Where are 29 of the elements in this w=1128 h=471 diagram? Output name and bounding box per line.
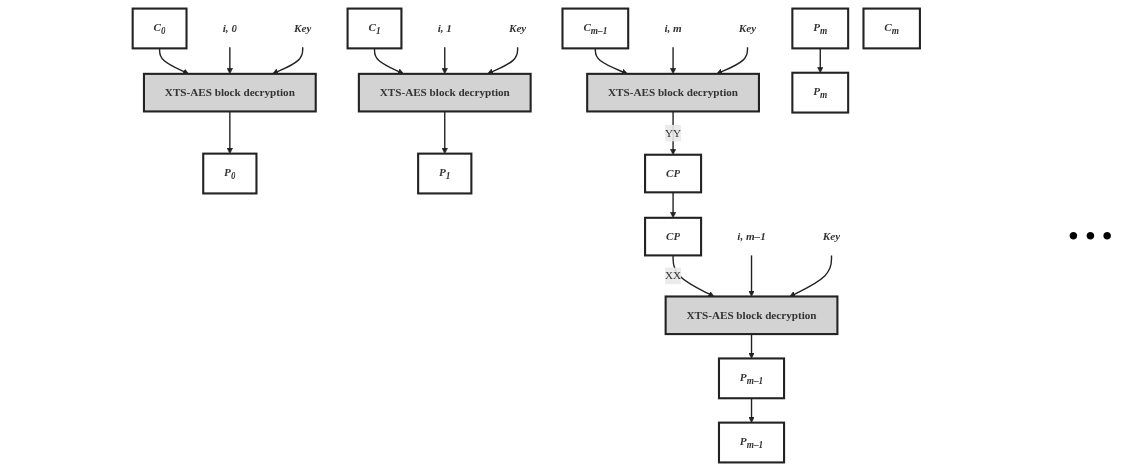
arrow	[748, 254, 755, 297]
node-box: CP	[644, 216, 703, 257]
ellipsis-text: • • •	[1068, 219, 1112, 252]
node-box: XTS-AES block decryption	[664, 295, 839, 336]
node-box: C$_{0}$	[131, 7, 188, 50]
node-box: CP	[644, 153, 703, 194]
arrow	[789, 254, 833, 297]
node-text: i, m	[664, 22, 682, 35]
node-box: P$_{m}$	[791, 71, 850, 114]
node-text: Key	[822, 230, 841, 243]
node-text: Key	[294, 22, 312, 35]
node-box: P$_{m}$	[791, 7, 850, 50]
node-box: XTS-AES block decryption	[586, 72, 760, 113]
node-box: P$_{1}$	[417, 152, 473, 195]
node-box: XTS-AES block decryption	[357, 72, 532, 113]
node-box: C$_{1}$	[346, 7, 403, 50]
node-box: C$_{m–1}$	[561, 7, 630, 50]
node-box: XTS-AES block decryption	[142, 72, 317, 113]
node-text: i, 0	[222, 22, 237, 35]
node-text: Key	[508, 22, 527, 35]
node-box: P$_{m–1}$	[717, 357, 786, 400]
node-text: Key	[738, 22, 757, 35]
node-text: i, 1	[437, 22, 452, 35]
edge-label: YY	[665, 126, 682, 139]
node-box: P$_{0}$	[202, 152, 258, 195]
edge-label: XX	[665, 269, 682, 282]
node-box: C$_{m}$	[862, 7, 921, 50]
node-text: i, m–1	[737, 230, 766, 243]
node-box: P$_{m–1}$	[717, 421, 786, 464]
